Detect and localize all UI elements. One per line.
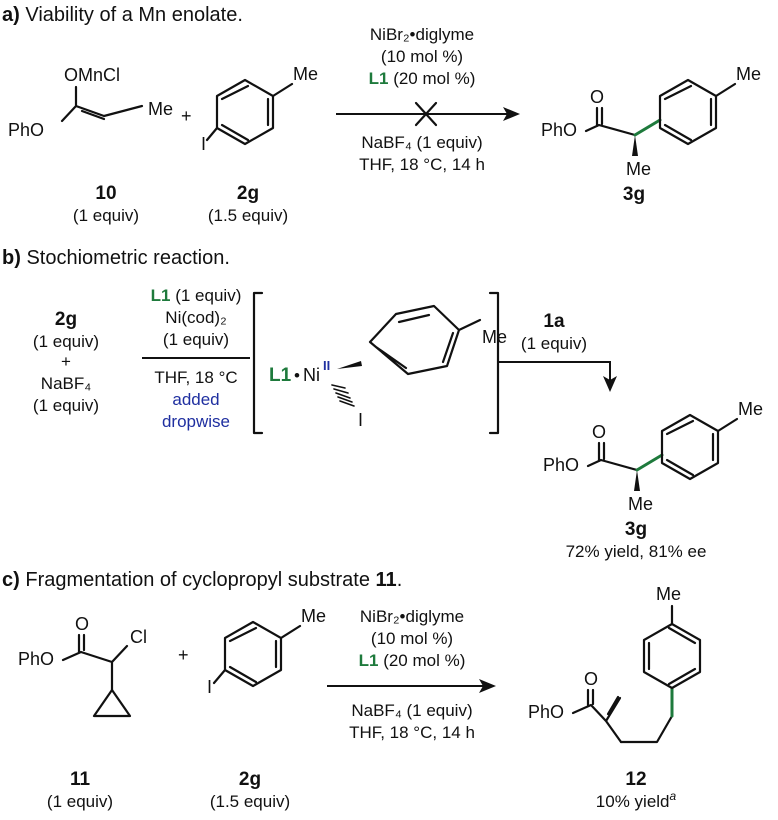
compound-label-2g: 2g <box>55 309 77 330</box>
product-3g: O PhO Me Me <box>541 64 761 179</box>
catalyst-text: NiBr₂•diglyme <box>370 25 474 44</box>
compound-label-3g: 3g <box>625 519 647 540</box>
compound-label-2g: 2g <box>237 183 259 204</box>
compound-label-12: 12 <box>625 769 646 790</box>
compound-label-11: 11 <box>70 769 91 790</box>
added-text: added <box>172 390 219 409</box>
atom-me: Me <box>656 584 681 604</box>
product-12: O PhO Me <box>528 584 702 744</box>
catalyst-text: NiBr₂•diglyme <box>360 607 464 626</box>
section-a: a) Viability of a Mn enolate. OMnCl PhO … <box>2 4 761 225</box>
catalyst-loading: (10 mol %) <box>381 47 463 66</box>
compound-label-1a: 1a <box>543 311 565 332</box>
ligand-loading: L1 (20 mol %) <box>359 651 466 670</box>
aryl-iodide-2g: Me I <box>207 606 326 697</box>
ligand-amount: L1 (1 equiv) <box>151 286 242 305</box>
arrow-head <box>503 107 520 121</box>
atom-cl: Cl <box>130 627 147 647</box>
atom-pho: PhO <box>18 649 54 669</box>
additive-text: NaBF₄ (1 equiv) <box>361 133 482 152</box>
compound-label-2g: 2g <box>239 769 261 790</box>
svg-text:L1: L1 <box>269 365 292 386</box>
solvent-text: THF, 18 °C, 14 h <box>349 723 475 742</box>
section-c-heading: c) Fragmentation of cyclopropyl substrat… <box>2 569 402 591</box>
atom-me: Me <box>736 64 761 84</box>
nabf4-text: NaBF₄ <box>41 374 91 393</box>
atom-o: O <box>590 87 604 107</box>
product-3g: O PhO Me Me <box>543 399 763 514</box>
atom-me: Me <box>738 399 763 419</box>
right-bracket <box>488 291 500 435</box>
atom-o: O <box>75 614 89 634</box>
atom-me: Me <box>482 327 507 347</box>
atom-me: Me <box>148 99 173 119</box>
yield-text: 10% yielda <box>596 789 677 811</box>
reaction-arrow <box>498 361 611 382</box>
atom-i: I <box>358 410 363 430</box>
equiv-label: (1 equiv) <box>73 206 139 225</box>
atom-pho: PhO <box>543 455 579 475</box>
atom-pho: PhO <box>8 120 44 140</box>
atom-i: I <box>207 677 212 697</box>
substrate-11: O PhO Cl <box>18 614 147 718</box>
compound-label-3g: 3g <box>623 184 645 205</box>
equiv-label: (1 equiv) <box>33 396 99 415</box>
equiv-label: (1.5 equiv) <box>210 792 290 811</box>
atom-me: Me <box>293 64 318 84</box>
solvent-text: THF, 18 °C, 14 h <box>359 155 485 174</box>
nickel-equiv: (1 equiv) <box>163 330 229 349</box>
section-b: b) Stochiometric reaction. 2g (1 equiv) … <box>2 247 763 561</box>
atom-me: Me <box>626 159 651 179</box>
equiv-label: (1 equiv) <box>521 334 587 353</box>
compound-label-10: 10 <box>95 183 116 204</box>
arrow-head <box>603 376 617 392</box>
equiv-label: (1 equiv) <box>33 332 99 351</box>
section-c: c) Fragmentation of cyclopropyl substrat… <box>2 569 702 811</box>
dot: • <box>294 366 300 385</box>
atom-omncl: OMnCl <box>64 65 120 85</box>
atom-i: I <box>201 134 206 154</box>
ligand-loading: L1 (20 mol %) <box>369 69 476 88</box>
plus-sign: + <box>61 352 71 371</box>
yield-text: 72% yield, 81% ee <box>566 542 707 561</box>
dropwise-text: dropwise <box>162 412 230 431</box>
atom-pho: PhO <box>528 702 564 722</box>
atom-me: Me <box>628 494 653 514</box>
atom-ni: Ni <box>303 365 320 385</box>
nickel-complex: L1 • Ni II I Me <box>269 304 507 430</box>
equiv-label: (1.5 equiv) <box>208 206 288 225</box>
equiv-label: (1 equiv) <box>47 792 113 811</box>
atom-o: O <box>584 669 598 689</box>
arrow-head <box>479 679 496 693</box>
mn-enolate-10: OMnCl PhO Me <box>8 65 173 140</box>
catalyst-loading: (10 mol %) <box>371 629 453 648</box>
left-bracket <box>252 291 264 435</box>
plus-sign: + <box>181 106 192 126</box>
aryl-iodide-2g: Me I <box>201 64 318 154</box>
atom-pho: PhO <box>541 120 577 140</box>
solvent-text: THF, 18 °C <box>154 368 237 387</box>
atom-me: Me <box>301 606 326 626</box>
nickel-source: Ni(cod)₂ <box>165 308 226 327</box>
plus-sign: + <box>178 645 189 665</box>
no-reaction-cross <box>414 101 438 127</box>
section-b-heading: b) Stochiometric reaction. <box>2 247 230 269</box>
additive-text: NaBF₄ (1 equiv) <box>351 701 472 720</box>
atom-o: O <box>592 422 606 442</box>
oxidation-state: II <box>323 358 330 373</box>
section-a-heading: a) Viability of a Mn enolate. <box>2 4 243 26</box>
